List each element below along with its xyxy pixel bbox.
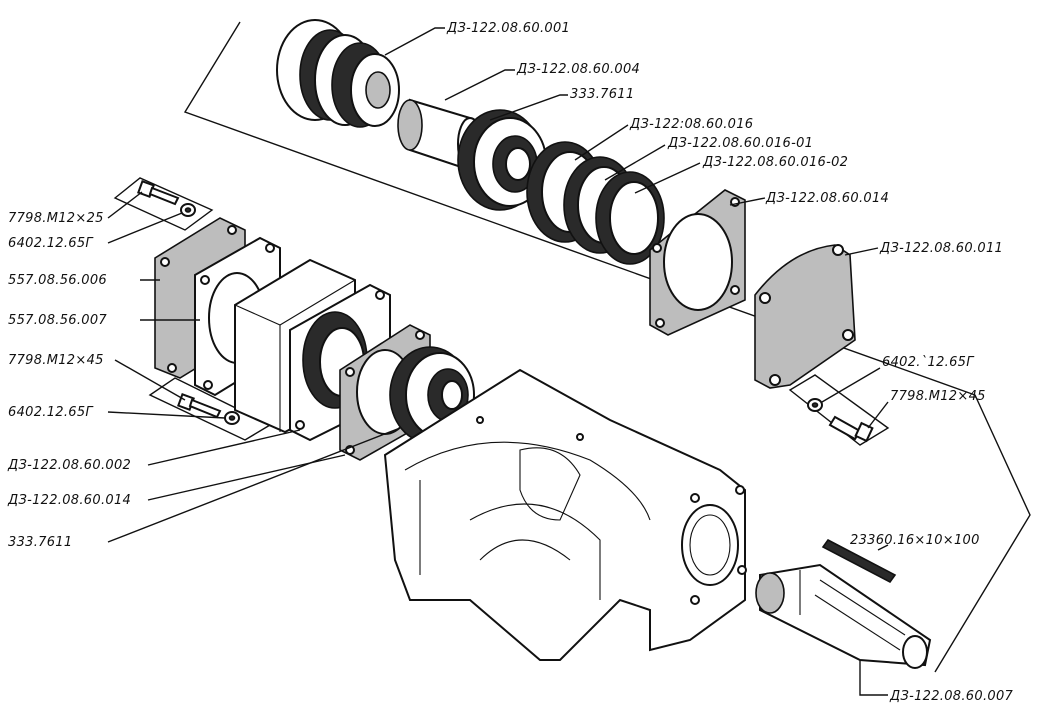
label-p014-top: ДЗ-122.08.60.014 [765, 191, 889, 206]
key-part [821, 538, 897, 584]
label-washer-right: 6402.`12.65Г [882, 355, 975, 370]
label-bolt-right: 7798.М12×45 [890, 389, 986, 404]
label-p014-bottom: ДЗ-122.08.60.014 [7, 493, 131, 508]
leader-lines [107, 27, 889, 696]
label-p011: ДЗ-122.08.60.011 [879, 241, 1003, 256]
label-p001: ДЗ-122.08.60.001 [446, 21, 570, 36]
gasket-part-014-top [649, 189, 746, 336]
bolt-bracket-right [788, 374, 890, 446]
bolt-bracket-left-top [113, 177, 214, 231]
label-washer-left-mid: 6402.12.65Г [8, 405, 94, 420]
label-p016-02: ДЗ-122.08.60.016-02 [702, 155, 848, 170]
label-bolt-left-mid: 7798.М12×45 [8, 353, 104, 368]
gearbox-housing [383, 368, 747, 661]
label-shaft: ДЗ-122.08.60.007 [889, 689, 1014, 704]
cover-part-011 [754, 244, 856, 389]
bolt-right [828, 415, 874, 443]
washer-right [807, 398, 823, 412]
label-p016-01: ДЗ-122.08.60.016-01 [667, 136, 813, 151]
label-p004: ДЗ-122.08.60.004 [516, 62, 640, 77]
seal-housing-part-001 [276, 19, 400, 128]
label-bearing-top: 333.7611 [570, 87, 634, 102]
part-labels: ДЗ-122.08.60.001 ДЗ-122.08.60.004 333.76… [7, 21, 1014, 704]
label-p007: 557.08.56.007 [8, 313, 107, 328]
label-p002: ДЗ-122.08.60.002 [7, 458, 131, 473]
shaft-part-007 [755, 563, 932, 669]
shim-part-016-02 [595, 171, 665, 265]
label-bearing-bottom: 333.7611 [8, 535, 72, 550]
washer-left-top [180, 203, 196, 217]
assembly-axis-frame-top [183, 21, 1031, 673]
label-bolt-left-top: 7798.М12×25 [8, 211, 104, 226]
washer-left-mid [224, 411, 240, 425]
label-key: 23360.16×10×100 [850, 533, 980, 548]
label-p006: 557.08.56.006 [8, 273, 107, 288]
label-p016: ДЗ-122:08.60.016 [629, 117, 753, 132]
bolt-left-top [137, 180, 180, 206]
label-washer-left-top: 6402.12.65Г [8, 236, 94, 251]
